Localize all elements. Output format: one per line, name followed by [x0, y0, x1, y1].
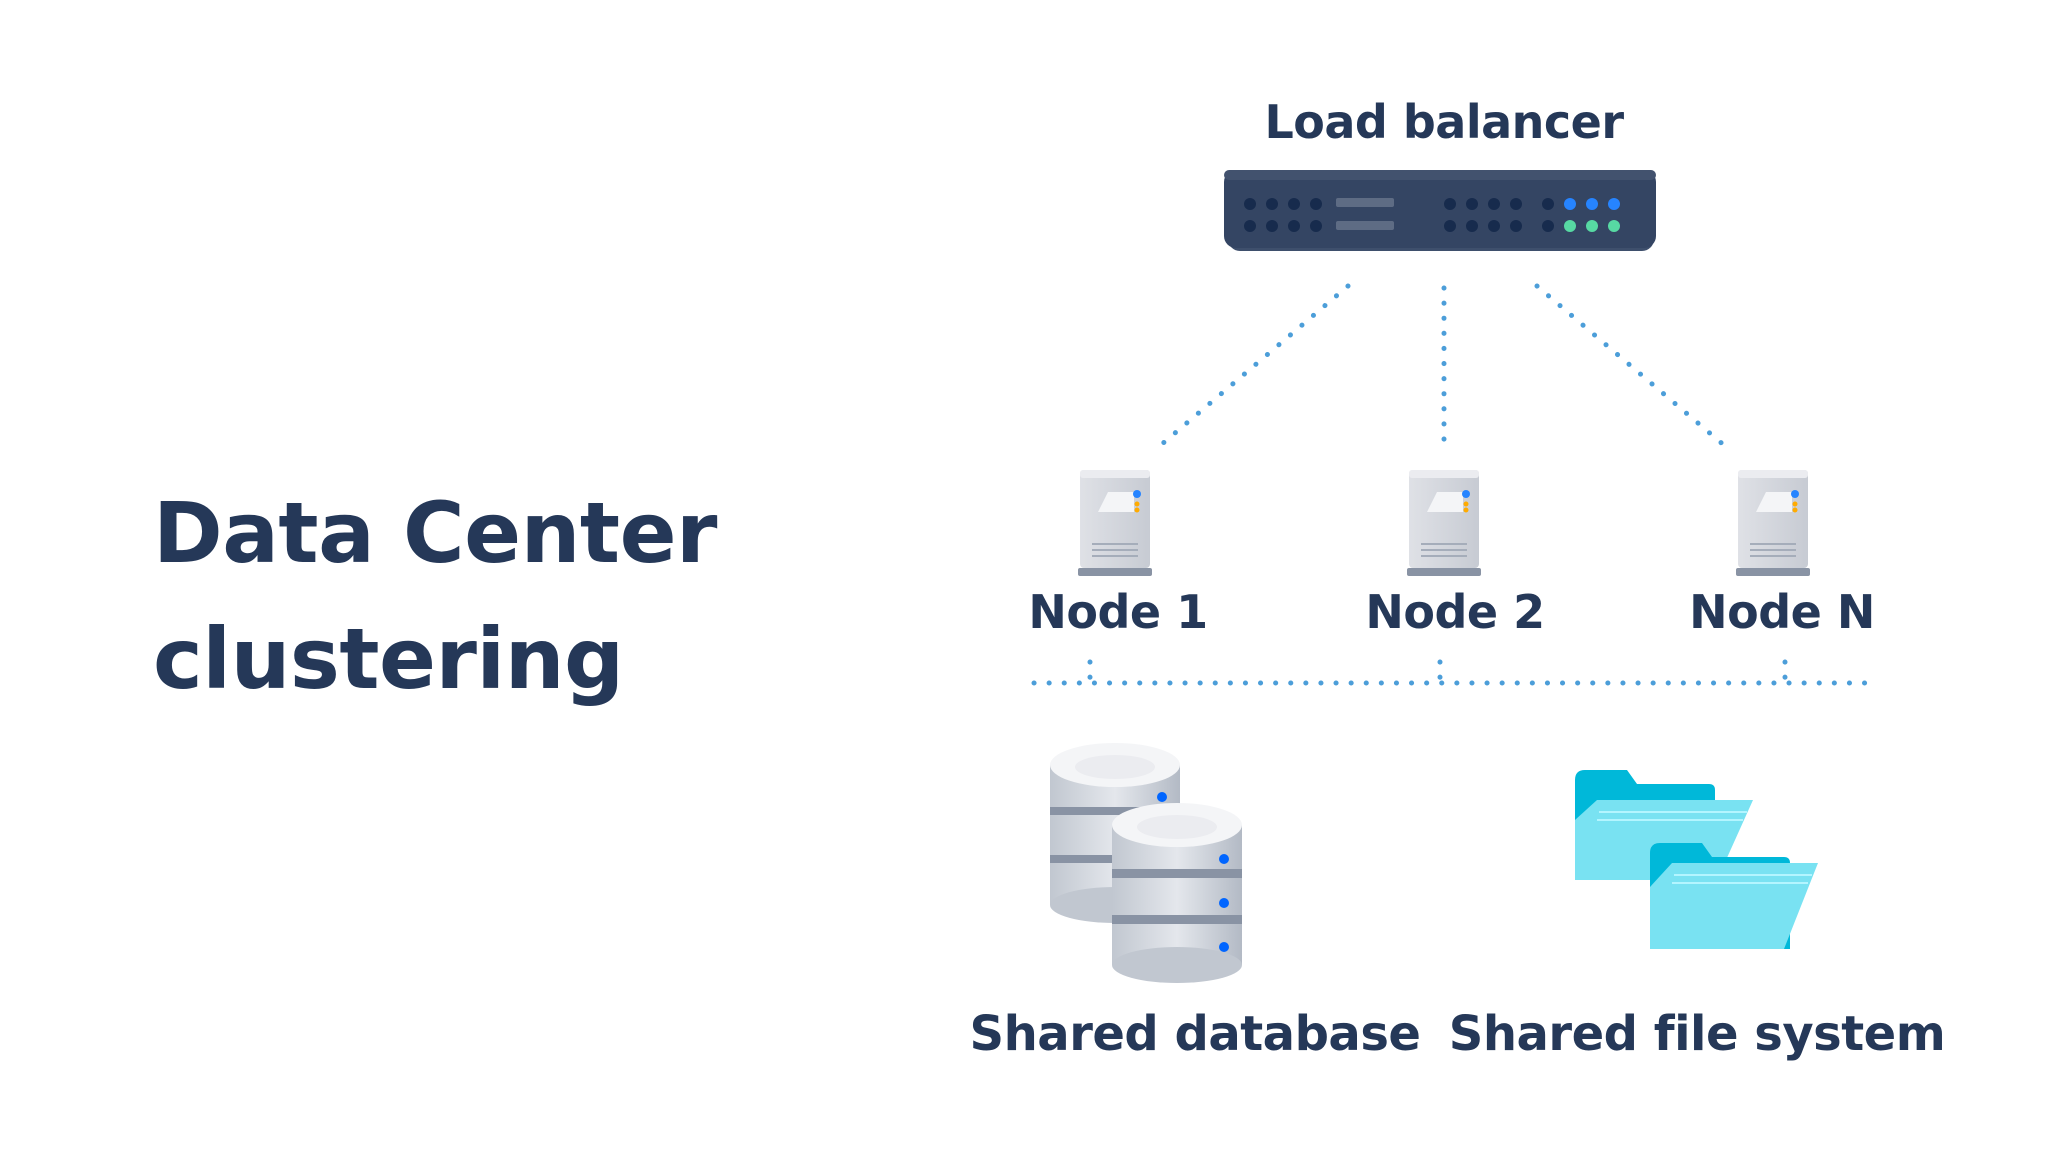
title-line-1: Data Center: [153, 484, 717, 582]
node-n-server-icon: [1736, 470, 1810, 576]
load-balancer-label: Load balancer: [1264, 95, 1624, 149]
shared-file-system-label: Shared file system: [1448, 1006, 1946, 1062]
load-balancer-switch-icon: [1224, 170, 1656, 251]
node-2-label: Node 2: [1365, 585, 1545, 639]
connector-lb-node-n: [1534, 283, 1735, 455]
shared-database-icon: [1050, 743, 1242, 983]
title-line-2: clustering: [153, 610, 624, 708]
node-n-label: Node N: [1689, 585, 1875, 639]
connector-lb-node-1: [1152, 283, 1351, 453]
node-1-server-icon: [1078, 470, 1152, 576]
node-2-server-icon: [1407, 470, 1481, 576]
page-title: Data Center clustering: [153, 470, 717, 722]
node-1-label: Node 1: [1028, 585, 1208, 639]
shared-database-label: Shared database: [969, 1006, 1421, 1062]
connector-lines: [1031, 283, 1869, 686]
shared-file-system-icon: [1575, 770, 1818, 949]
